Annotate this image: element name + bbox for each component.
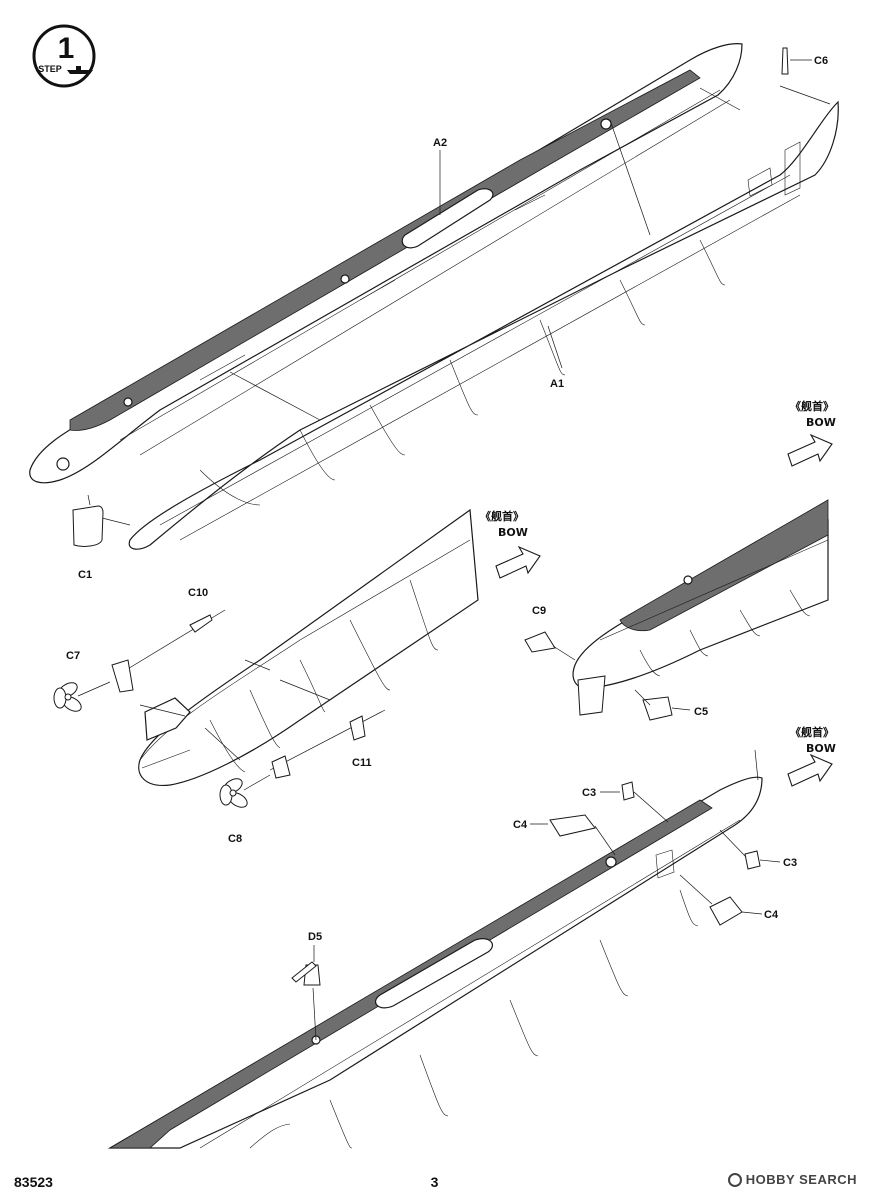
part-label-c6: C6: [814, 55, 828, 67]
part-label-c9: C9: [532, 605, 546, 617]
bow-label-en: BOW: [806, 742, 836, 755]
upper-deck-grey-strip: [69, 69, 701, 431]
c4-lower-part: [709, 896, 743, 926]
watermark-text: HOBBY SEARCH: [745, 1172, 857, 1187]
bow-arrow-icon: [495, 545, 541, 579]
watermark-logo-icon: [727, 1173, 742, 1187]
part-label-a2: A2: [433, 137, 447, 149]
upper-deck-hatch: [401, 188, 494, 249]
stern-detail-view: [53, 508, 479, 808]
c3-lower-part: [744, 850, 761, 870]
d5-mast-part: [291, 945, 321, 1041]
c7-propeller-part: [53, 682, 82, 712]
c4-upper-part: [549, 814, 596, 837]
part-label-c11: C11: [352, 757, 372, 769]
submarine-silhouette-icon: [67, 66, 93, 74]
stern-fin-detail-view: [524, 499, 829, 721]
c5-fin-part: [642, 696, 673, 721]
page-number: 3: [430, 1174, 439, 1190]
c6-antenna-part: [781, 47, 789, 75]
step-number: 1: [58, 32, 75, 65]
part-label-c5: C5: [694, 706, 708, 718]
bow-indicator-1: 《舰首》 BOW: [787, 399, 836, 467]
bow-marking: [747, 167, 773, 197]
part-label-c4-upper: C4: [513, 819, 528, 831]
bow-label-cn: 《舰首》: [790, 399, 834, 413]
part-label-c10: C10: [188, 587, 208, 599]
bow-label-en: BOW: [498, 526, 528, 539]
part-label-c3-lower: C3: [783, 857, 797, 869]
bow-arrow-icon: [787, 753, 833, 787]
c11-shaft-part: [269, 709, 386, 771]
part-label-c8: C8: [228, 833, 242, 845]
watermark: HOBBY SEARCH: [727, 1172, 857, 1187]
part-label-c7: C7: [66, 650, 80, 662]
bow-indicator-3: 《舰首》 BOW: [787, 725, 836, 787]
bow-label-cn: 《舰首》: [480, 509, 524, 523]
bow-label-cn: 《舰首》: [790, 725, 834, 739]
c9-fin-part: [524, 631, 556, 653]
bow-arrow-icon: [787, 433, 833, 467]
part-label-c1: C1: [78, 569, 92, 581]
c3-upper-part: [621, 781, 635, 801]
part-label-d5: D5: [308, 931, 322, 943]
step-badge: 1 STEP: [32, 24, 96, 88]
lower-deck-detail-view: [107, 749, 781, 1149]
part-label-a1: A1: [550, 378, 564, 390]
lower-hull-part: [128, 100, 839, 550]
part-label-c3-upper: C3: [582, 787, 596, 799]
bow-indicator-2: 《舰首》 BOW: [480, 509, 541, 579]
bow-label-en: BOW: [806, 416, 836, 429]
c1-rudder-part: [72, 505, 104, 547]
step-label: STEP: [38, 64, 62, 74]
upper-hull-assembly: [29, 43, 839, 550]
c8-propeller-part: [219, 778, 248, 808]
part-label-c4-lower: C4: [764, 909, 779, 921]
kit-number: 83523: [14, 1174, 53, 1190]
